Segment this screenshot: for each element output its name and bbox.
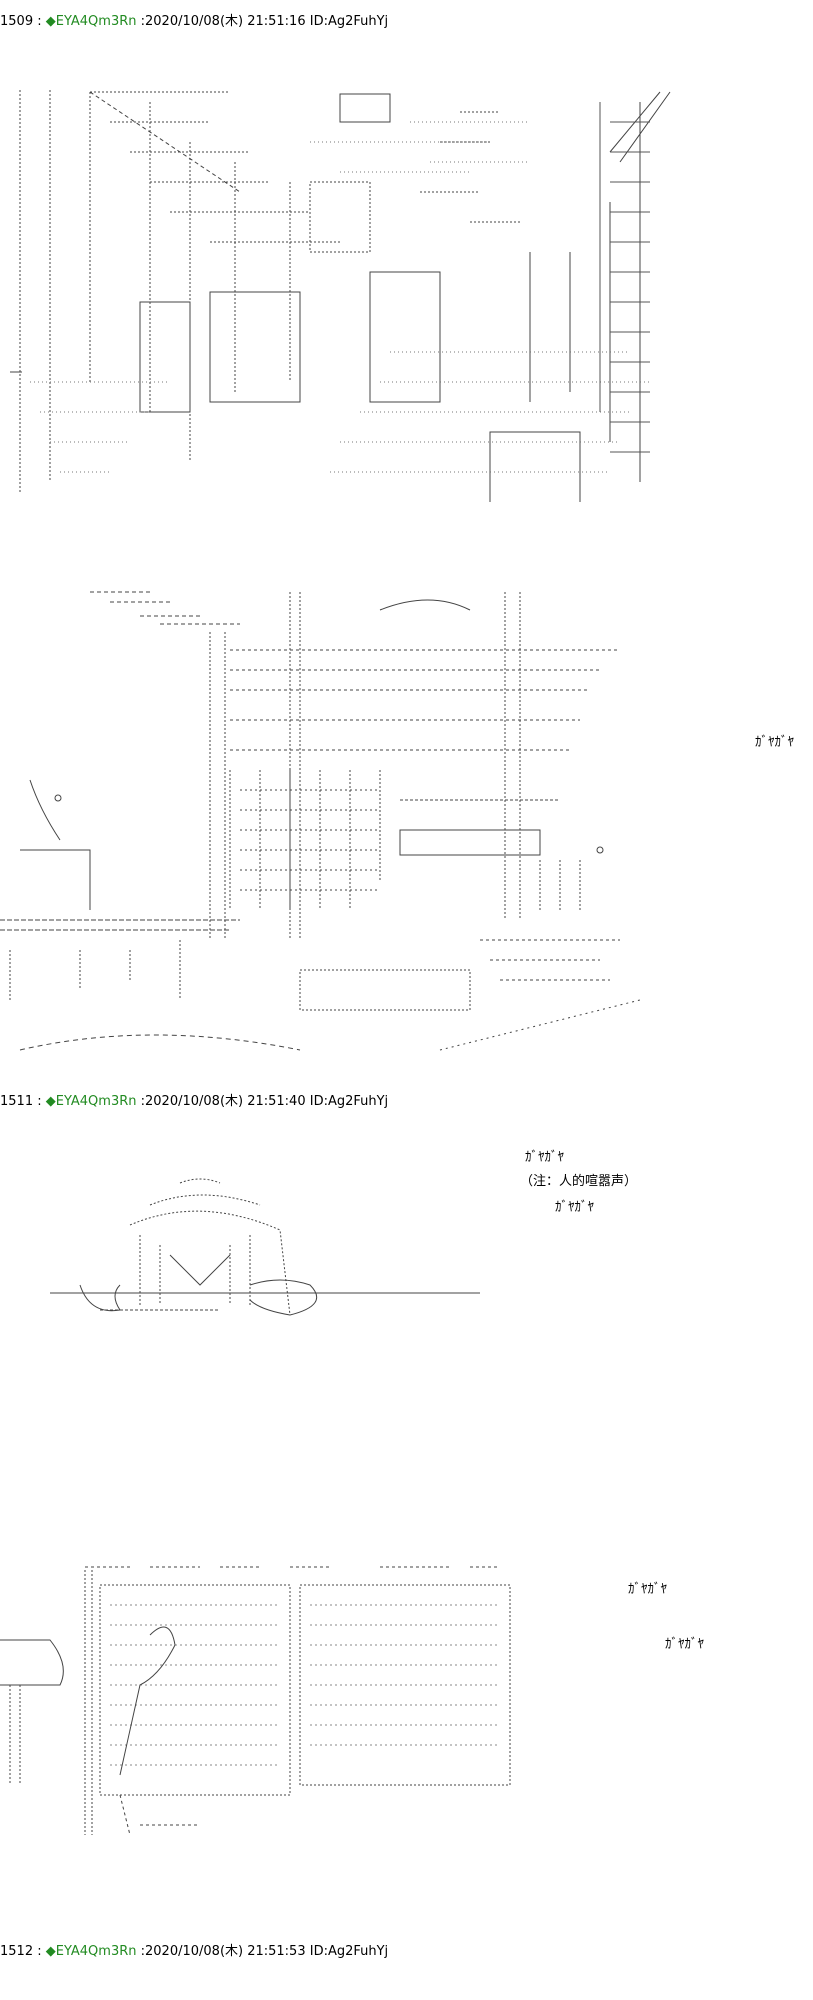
ascii-art-street-scene: [10, 82, 685, 502]
ascii-art-hooded-figure: [50, 1175, 490, 1325]
post-header-1512: 1512 : ◆EYA4Qm3Rn :2020/10/08(木) 21:51:5…: [0, 1944, 388, 1960]
trip-code[interactable]: EYA4Qm3Rn: [55, 14, 137, 29]
post-separator: :: [33, 1094, 46, 1109]
sound-effect-crowd-b: ｶﾞﾔｶﾞﾔ: [555, 1200, 594, 1215]
sound-effect-room-b: ｶﾞﾔｶﾞﾔ: [665, 1637, 704, 1652]
post-date: :2020/10/08(木) 21:51:53 ID:Ag2FuhYj: [136, 1944, 389, 1959]
trip-diamond-icon: ◆: [45, 1944, 56, 1959]
sound-effect-street: ｶﾞﾔｶﾞﾔ: [755, 735, 794, 750]
sound-effect-crowd-a: ｶﾞﾔｶﾞﾔ: [525, 1150, 564, 1165]
trip-diamond-icon: ◆: [45, 1094, 56, 1109]
post-date: :2020/10/08(木) 21:51:16 ID:Ag2FuhYj: [136, 14, 389, 29]
post-number: 1509: [0, 14, 34, 29]
ascii-art-room-board: [0, 1555, 520, 1855]
post-number: 1512: [0, 1944, 34, 1959]
translator-note: （注：人的喧嚣声）: [520, 1174, 638, 1189]
trip-code[interactable]: EYA4Qm3Rn: [55, 1944, 137, 1959]
post-number: 1511: [0, 1094, 34, 1109]
post-separator: :: [33, 14, 46, 29]
post-separator: :: [33, 1944, 46, 1959]
post-header-1511: 1511 : ◆EYA4Qm3Rn :2020/10/08(木) 21:51:4…: [0, 1094, 388, 1110]
post-date: :2020/10/08(木) 21:51:40 ID:Ag2FuhYj: [136, 1094, 389, 1109]
trip-diamond-icon: ◆: [45, 14, 56, 29]
post-header-1509: 1509 : ◆EYA4Qm3Rn :2020/10/08(木) 21:51:1…: [0, 14, 388, 30]
trip-code[interactable]: EYA4Qm3Rn: [55, 1094, 137, 1109]
sound-effect-room-a: ｶﾞﾔｶﾞﾔ: [628, 1582, 667, 1597]
ascii-art-market-street: [0, 580, 640, 1060]
